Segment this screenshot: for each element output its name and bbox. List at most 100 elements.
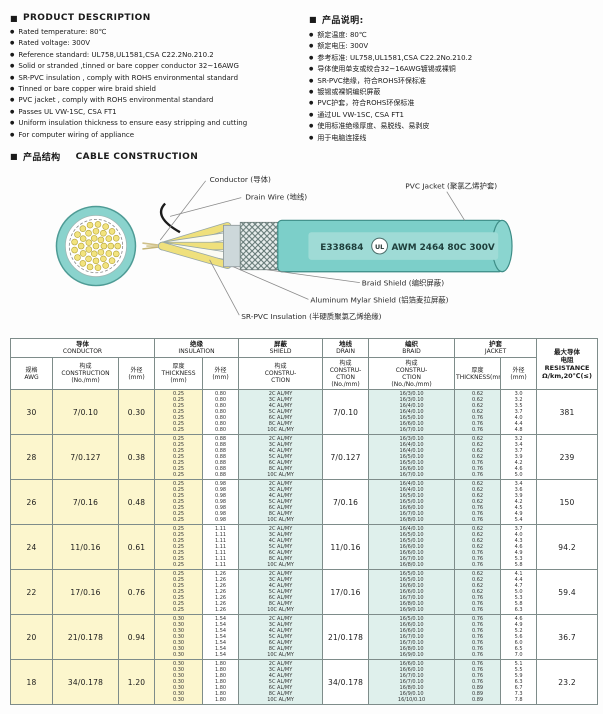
description-item: ●镀锡或裸铜编织屏蔽 [309,87,596,98]
product-description-title-en: ■ PRODUCT DESCRIPTION [10,13,297,23]
strand-dot [97,249,105,256]
description-text: Solid or stranded ,tinned or bare copper… [18,62,239,71]
subheader-awg: 规格 AWG [10,357,53,391]
cell-ins_th: 0.30 0.30 0.30 0.30 0.30 0.30 0.30 [154,614,204,661]
label-sr-pvc-insulation: SR-PVC Insulation (半硬质聚氯乙烯绝缘) [241,311,381,321]
cell-res: 36.7 [536,614,599,661]
description-item: ●导体使用单支或绞合32~16AWG镀锡或裸铜 [309,64,596,75]
cable-construction-title: ■ 产品结构 CABLE CONSTRUCTION [10,150,596,164]
strand-dot [79,225,87,233]
drain-wire [160,202,181,234]
cell-conductor: 17/0.16 [52,569,119,616]
description-text: Rated temperature: 80℃ [18,28,107,36]
cell-ins_od: 1.26 1.26 1.26 1.26 1.26 1.26 1.26 [202,569,240,616]
bullet-icon: ● [10,131,15,138]
description-item: ●PVC jacket , comply with ROHS environme… [10,95,297,106]
construction-title-en: CABLE CONSTRUCTION [75,151,199,162]
product-description-cn-title-text: 产品说明: [321,16,364,26]
cell-jk_th: 0.62 0.62 0.62 0.62 0.76 0.76 0.76 [454,524,502,571]
cell-conductor: 7/0.16 [52,479,119,526]
cell-jk_od: 3.7 4.0 4.3 4.6 4.9 5.3 5.8 [500,524,538,571]
description-item: ●Solid or stranded ,tinned or bare coppe… [10,61,297,72]
cell-conductor: 11/0.16 [52,524,119,571]
cell-res: 59.4 [536,569,599,616]
cell-conductor: 7/0.127 [52,434,119,481]
cell-jk_od: 3.4 3.6 3.9 4.2 4.5 4.9 5.4 [500,479,538,526]
bullet-icon: ● [10,108,15,115]
label-drain-wire: Drain Wire (地线) [245,192,307,202]
product-description-title-cn: ■ 产品说明: [309,13,596,26]
cable-side-view: E338684 UL AWM 2464 80C 300V [142,202,513,273]
bullet-icon: ● [10,120,15,127]
strand-dot [100,255,107,263]
print-ul-file-number: E338684 [320,243,363,253]
description-item: ●Rated temperature: 80℃ [10,27,297,38]
cell-jk_th: 0.76 0.76 0.76 0.76 0.76 0.76 0.76 [454,614,502,661]
description-text: 用于电脑连接线 [317,133,367,142]
bullet-icon: ● [309,89,314,96]
strand-dot [79,260,87,267]
strand-dot [92,228,100,235]
cell-ins_od: 1.80 1.80 1.80 1.80 1.80 1.80 1.80 [202,659,240,706]
description-item: ●通过UL VW-1SC, CSA FT1 [309,110,596,121]
conductor-strands-cross-section [71,221,121,272]
cell-shield: 2C AL/MY 3C AL/MY 4C AL/MY 5C AL/MY 6C A… [238,524,324,571]
mylar-ring-dashed [68,219,124,274]
cell-cond_od: 0.94 [117,614,156,661]
strand-dot [105,235,113,242]
print-awm-rating: AWM 2464 80C 300V [391,243,494,253]
description-item: ●参考标准: UL758,UL1581,CSA C22.2No.210.2 [309,53,596,64]
subheader-conductor-construction: 构成 CONSTRUCTION (No./mm) [52,357,119,391]
cell-cond_od: 0.30 [117,389,156,436]
cell-conductor: 7/0.10 [52,389,119,436]
product-description-list-en: ●Rated temperature: 80℃●Rated voltage: 3… [10,27,297,141]
strand-dot [74,254,81,261]
cell-drain: 17/0.16 [322,569,370,616]
bullet-icon: ● [309,66,314,73]
cell-ins_th: 0.25 0.25 0.25 0.25 0.25 0.25 0.25 [154,389,204,436]
description-text: For computer wiring of appliance [18,130,135,139]
strand-dot [107,242,115,250]
description-item: ●Rated voltage: 300V [10,38,297,49]
strand-dot [100,242,108,250]
header-resistance: 最大导体 电阻 RESISTANCE Ω/km,20℃(≤) [536,338,599,391]
cell-ins_od: 1.54 1.54 1.54 1.54 1.54 1.54 1.54 [202,614,240,661]
strand-dot [97,236,105,244]
bullet-icon: ● [309,77,314,84]
strand-dot [94,264,102,272]
label-conductor: Conductor (导体) [210,174,271,184]
description-text: Tinned or bare copper wire braid shield [18,85,156,94]
description-item: ●SR-PVC insulation , comply with ROHS en… [10,73,297,84]
strand-dot [94,221,102,228]
subheader-drain-construction: 构成 CONSTRU- CTION (No./mm) [322,357,370,391]
cell-braid: 16/6/0.10 16/6/0.10 16/7/0.10 16/7/0.10 … [368,659,456,706]
description-text: PVC jacket , comply with ROHS environmen… [18,96,214,105]
description-text: 额定电压: 300V [317,42,369,51]
strand-dot [92,257,100,265]
description-item: ●Tinned or bare copper wire braid shield [10,84,297,95]
description-section: ■ PRODUCT DESCRIPTION ●Rated temperature… [10,13,596,144]
bullet-icon: ● [10,86,15,93]
cell-jk_od: 4.1 4.4 4.7 5.0 5.3 5.8 6.3 [500,569,538,616]
cell-awg: 18 [10,659,53,706]
strand-dot [85,246,93,253]
strand-dot [108,257,116,265]
bullet-icon: ● [10,40,15,47]
cell-jk_od: 3.0 3.2 3.5 3.7 4.0 4.4 4.8 [500,389,538,436]
description-text: 镀锡或裸铜编织屏蔽 [317,88,381,97]
cell-conductor: 21/0.178 [52,614,119,661]
cell-cond_od: 1.20 [117,659,156,706]
label-braid-shield: Braid Shield (编织屏蔽) [362,278,444,288]
cell-res: 239 [536,434,599,481]
cell-jk_od: 5.1 5.5 5.9 6.3 6.7 7.3 7.8 [500,659,538,706]
strand-dot [90,235,98,242]
cell-jk_th: 0.62 0.62 0.62 0.62 0.76 0.76 0.76 [454,389,502,436]
subheader-conductor-od: 外径 (mm) [117,357,156,391]
description-text: Uniform insulation thickness to ensure e… [18,119,248,128]
